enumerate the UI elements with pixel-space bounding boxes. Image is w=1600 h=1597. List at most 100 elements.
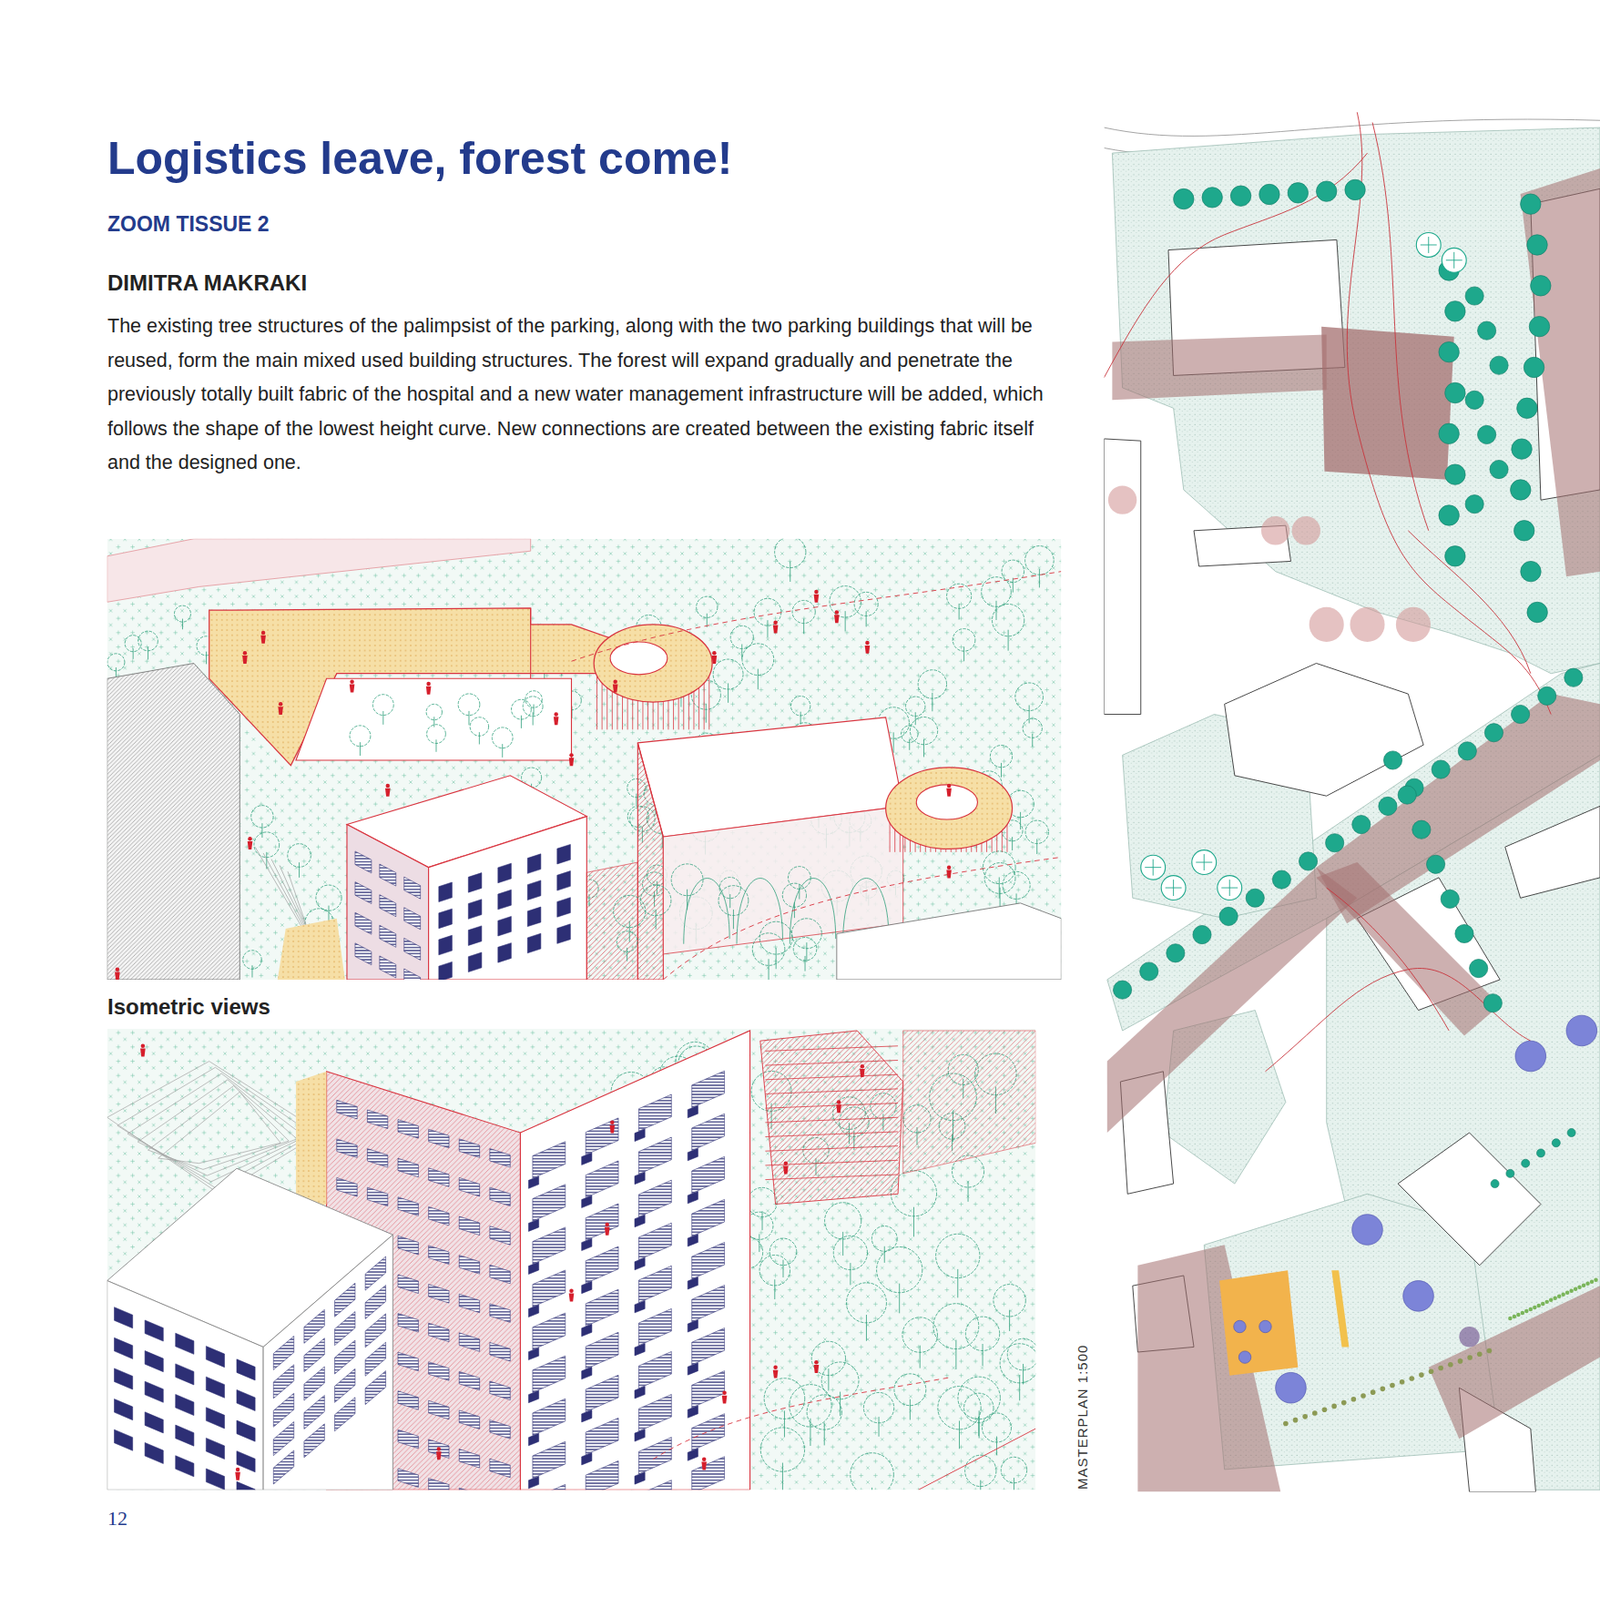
shrub [1557, 1294, 1561, 1299]
tree-symbol [1521, 1159, 1530, 1168]
window [428, 1129, 449, 1149]
window [692, 1156, 725, 1193]
shrub [1544, 1300, 1549, 1305]
window [428, 1478, 449, 1491]
tree-trunk [999, 887, 1001, 908]
window [355, 943, 372, 966]
balcony [557, 871, 571, 892]
tree-trunk [729, 894, 731, 908]
shrub [1487, 1348, 1493, 1355]
tree-trunk [968, 1181, 969, 1203]
tree-trunk [923, 739, 925, 758]
window [397, 1352, 418, 1372]
green-arch [789, 878, 836, 945]
spiral-ramp [886, 767, 1013, 850]
reused-structure [1107, 867, 1358, 1133]
balcony [528, 1304, 539, 1317]
tree-trunk [382, 711, 384, 725]
person-figure [773, 1365, 777, 1370]
building-footprint [1103, 438, 1141, 715]
person-figure [814, 594, 820, 603]
tree-trunk [824, 1422, 826, 1446]
balcony [634, 1214, 645, 1227]
flowering-tree [1403, 1281, 1435, 1313]
window [365, 1256, 386, 1291]
window [273, 1422, 294, 1457]
window [335, 1340, 356, 1375]
tree-canopy [790, 696, 810, 716]
person-figure [234, 1472, 241, 1481]
person-figure [243, 651, 247, 655]
reused-structure [1428, 1285, 1600, 1439]
window [175, 1456, 194, 1478]
reused-structure [1111, 335, 1326, 401]
flowering-tree [1566, 1015, 1598, 1047]
window [366, 1187, 388, 1207]
tree-trunk [501, 743, 503, 758]
window [404, 968, 421, 980]
window [532, 1227, 566, 1264]
person-figure [426, 682, 430, 686]
building-footprint [1397, 1132, 1541, 1266]
tree-canopy [854, 591, 878, 616]
parking-courtyard [295, 678, 572, 761]
window [692, 1414, 725, 1451]
balcony [687, 1406, 698, 1418]
playground [1219, 1270, 1298, 1376]
window [379, 956, 397, 979]
shrub [1283, 1421, 1289, 1427]
balcony [634, 1257, 645, 1270]
shrub [1593, 1277, 1598, 1282]
tree-symbol-open [1420, 236, 1437, 254]
tree-symbol-open [1165, 879, 1183, 897]
window [205, 1407, 225, 1429]
tree-canopy [806, 1395, 842, 1430]
balcony [581, 1366, 592, 1379]
person-figure [349, 679, 354, 683]
tree-trunk [782, 1463, 784, 1491]
window [144, 1351, 164, 1373]
window [532, 1398, 566, 1436]
author-name: DIMITRA MAKRAKI [107, 270, 307, 296]
window [532, 1355, 566, 1393]
tree-symbol [1113, 980, 1132, 999]
shrub [1351, 1396, 1357, 1403]
tree-symbol [1469, 959, 1488, 979]
person-figure [712, 651, 716, 655]
window [489, 1381, 510, 1401]
tree-symbol-open [1161, 876, 1186, 901]
person-figure [722, 1396, 728, 1405]
balcony [634, 1472, 645, 1485]
balcony [468, 952, 482, 973]
tree-symbol-open [1144, 859, 1162, 877]
window [205, 1376, 225, 1398]
building-footprint [1505, 805, 1600, 898]
person-figure [569, 757, 575, 766]
tree-canopy [719, 876, 741, 898]
tree-symbol [1272, 870, 1291, 889]
stair-step [764, 1046, 898, 1052]
tree-canopy [640, 885, 672, 917]
tree-symbol [1567, 1129, 1576, 1138]
spiral-ramp [593, 624, 713, 703]
tree-symbol [1477, 425, 1497, 444]
tree-symbol [1192, 926, 1212, 945]
shrub [1577, 1284, 1581, 1289]
balcony [527, 933, 541, 954]
tree-trunk [884, 1246, 886, 1264]
window [355, 851, 372, 874]
window [638, 1265, 672, 1303]
shrub [1389, 1383, 1396, 1389]
stair-step [764, 1074, 898, 1081]
window [428, 1284, 449, 1305]
shrub [1370, 1389, 1376, 1396]
window [397, 1274, 418, 1295]
tree-trunk [532, 712, 534, 725]
ground [107, 539, 1062, 980]
balcony [528, 1433, 539, 1446]
tree-symbol [1455, 924, 1474, 943]
tree-canopy [107, 653, 125, 672]
tree-canopy [774, 539, 806, 569]
tree-symbol [1245, 888, 1264, 908]
window [489, 1264, 510, 1285]
